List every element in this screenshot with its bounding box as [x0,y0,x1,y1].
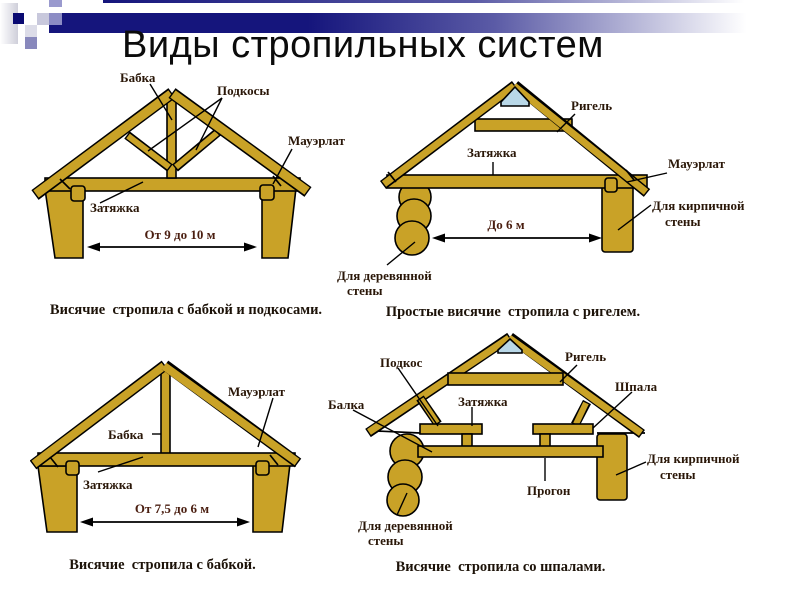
decor-square-light [37,13,49,25]
decor-square-navy [13,13,24,24]
truss4-leaders [352,364,647,516]
truss3-walls [37,463,291,533]
label-brick-wall-line2: стены [660,467,696,482]
truss3-dimension: От 7,5 до 6 м [80,501,250,527]
truss1-leaders [99,83,293,204]
label-brick-wall-line2: стены [665,214,701,229]
label-rigel: Ригель [571,98,612,113]
caption-diagram-3: Висячие стропила с бабкой. [69,557,256,573]
label-brick-wall-line1: Для кирпичной [652,198,745,213]
decor-square-purple [25,37,37,49]
truss3-leaders [97,397,274,473]
label-mauerlat: Мауэрлат [288,133,346,148]
dimension-label: От 9 до 10 м [145,227,216,242]
label-babka: Бабка [108,427,144,442]
dimension-label: До 6 м [487,217,524,232]
label-zatyazhka: Затяжка [467,145,517,160]
label-shpala: Шпала [615,379,658,394]
label-mauerlat: Мауэрлат [228,384,286,399]
label-zatyazhka: Затяжка [458,394,508,409]
label-wood-wall-line2: стены [368,533,404,548]
label-wood-wall-line1: Для деревянной [337,268,432,283]
caption-diagram-4: Висячие стропила со шпалами. [395,559,606,575]
caption-diagram-1: Висячие стропила с бабкой и подкосами. [49,302,323,318]
label-balka: Балка [328,397,365,412]
label-podkos: Подкос [380,355,423,370]
slide-title: Виды стропильных систем [122,24,604,66]
truss4-frame [365,332,645,458]
label-rigel: Ригель [565,349,606,364]
label-zatyazhka: Затяжка [90,200,140,215]
label-babka: Бабка [120,70,156,85]
label-brick-wall-line1: Для кирпичной [647,451,740,466]
label-podkosy: Подкосы [217,83,270,98]
truss2-frame [379,81,651,197]
truss2-dimension: До 6 м [432,217,602,243]
truss-diagram-rigel: До 6 м Ригель Затяжка Мауэрлат Для кирпи… [337,81,745,298]
truss1-frame [31,88,312,202]
truss-diagram-babka: От 7,5 до 6 м Мауэрлат Бабка Затяжка [30,360,302,533]
label-zatyazhka: Затяжка [83,477,133,492]
truss2-leaders [386,113,668,266]
caption-diagram-2: Простые висячие стропила с ригелем. [385,304,641,320]
truss3-frame [30,360,302,476]
header-thin-bar [103,0,778,3]
decor-square-pale [25,25,37,37]
truss2-supports [394,180,634,256]
decor-square-lavender [49,13,62,25]
truss1-dimension: От 9 до 10 м [87,227,257,252]
decor-square-lavender-top [49,0,62,7]
truss-diagram-babka-podkosy: От 9 до 10 м Бабка Подкосы Мауэрлат Затя… [31,70,346,259]
label-wood-wall-line2: стены [347,283,383,298]
label-wood-wall-line1: Для деревянной [358,518,453,533]
label-mauerlat: Мауэрлат [668,156,726,171]
label-progon: Прогон [527,483,571,498]
header-main-bar [49,13,768,33]
dimension-label: От 7,5 до 6 м [135,501,209,516]
truss-diagram-shpala: Подкос Ригель Шпала Балка Затяжка Прогон… [328,332,740,548]
